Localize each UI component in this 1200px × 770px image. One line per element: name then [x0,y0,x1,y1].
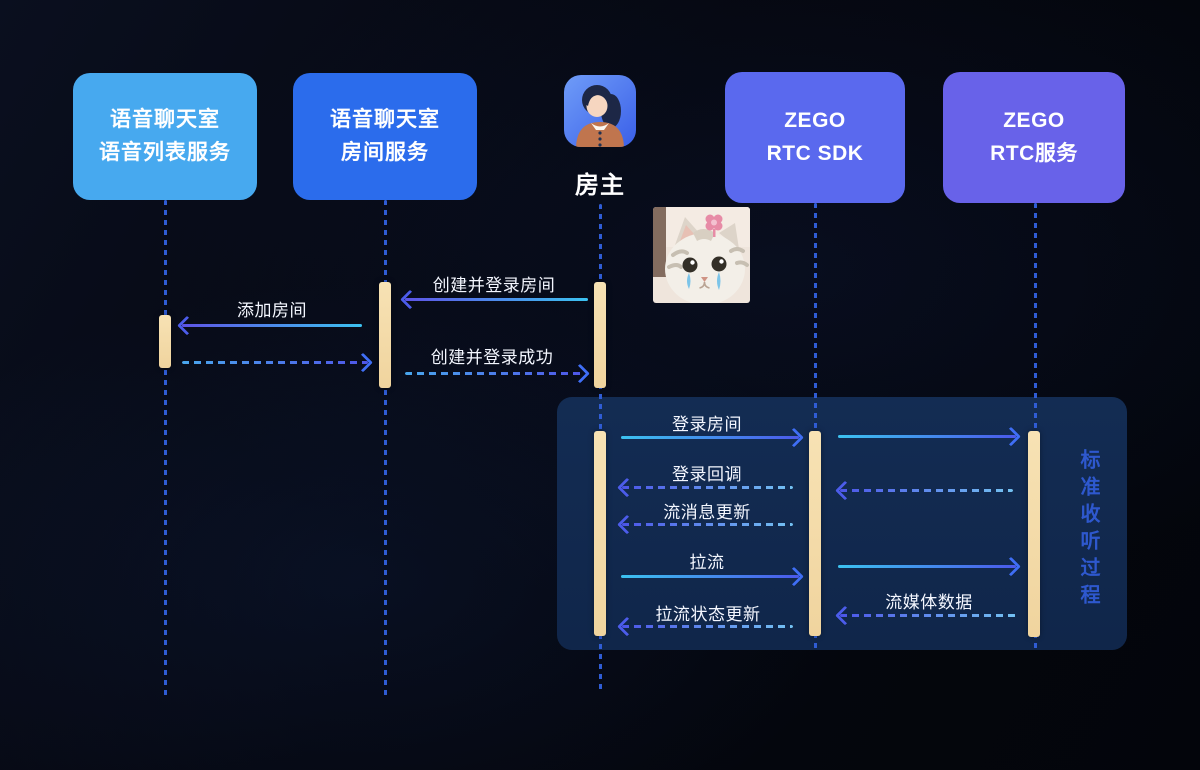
message-label-login-callback: 登录回调 [672,465,742,484]
arrow-shaft [840,489,1013,492]
arrow-shaft [405,372,585,375]
arrow-shaft [621,575,799,578]
reply-arrow-create-login-success [405,363,590,383]
lifeline-zego-rtc-service [1034,203,1037,649]
message-arrow-pull-stream [621,566,804,586]
message-arrow-pull-stream-forward [838,556,1021,576]
lifeline-room-service [384,200,387,696]
participant-label-line: 语音聊天室 [110,107,220,131]
message-arrow-add-room [177,315,362,335]
reply-arrow-stream-media-data [835,605,1016,625]
lifeline-voice-list-service [164,200,167,696]
participant-label-line: 语音聊天室 [330,107,440,131]
participant-label-line: ZEGO [784,108,846,132]
activation-bar-voice-list [159,315,171,368]
message-label-create-login-success: 创建并登录成功 [430,348,554,367]
arrow-shaft [838,565,1016,568]
crying-cat-meme-image [653,207,750,303]
participant-label-line: 语音列表服务 [99,140,231,164]
participant-voice-list-service: 语音聊天室 语音列表服务 [73,73,257,200]
message-label-stream-message-update: 流消息更新 [663,503,751,522]
participant-zego-rtc-service: ZEGO RTC服务 [943,72,1125,203]
reply-arrow-stream-message-update [617,514,793,534]
arrow-shaft [840,614,1016,617]
arrow-shaft [621,436,799,439]
room-owner-label: 房主 [575,172,625,199]
participant-label-line: ZEGO [1003,108,1065,132]
arrowhead-right-icon [353,352,373,372]
reply-arrow-add-room [182,352,373,372]
message-label-login-room: 登录房间 [672,415,742,434]
activation-bar-owner-1 [594,282,606,388]
room-owner-avatar-icon [564,75,636,147]
participant-label-line: RTC SDK [766,141,864,165]
activation-bar-sdk [809,431,821,636]
activation-bar-owner-2 [594,431,606,636]
message-label-pull-stream-status: 拉流状态更新 [655,605,761,624]
message-label-create-login-room: 创建并登录房间 [432,276,556,295]
reply-arrow-login-callback [617,477,793,497]
arrow-shaft [622,486,793,489]
participant-label-line: 房间服务 [341,140,429,164]
message-arrow-create-login-room [400,289,588,309]
message-arrow-login-room [621,427,804,447]
arrow-shaft [182,361,368,364]
arrow-shaft [622,625,793,628]
participant-room-service: 语音聊天室 房间服务 [293,73,477,200]
arrow-shaft [622,523,793,526]
participant-zego-rtc-sdk: ZEGO RTC SDK [725,72,905,203]
activation-bar-room-service [379,282,391,388]
participant-label-line: RTC服务 [990,141,1078,165]
message-label-stream-media-data: 流媒体数据 [885,593,973,612]
arrow-shaft [838,435,1016,438]
reply-arrow-login-callback-forward [835,480,1013,500]
lifeline-zego-rtc-sdk [814,203,817,649]
standard-listen-process-label: 标准收听过程 [1077,449,1099,611]
activation-bar-rtc-service [1028,431,1040,637]
arrow-shaft [405,298,588,301]
reply-arrow-pull-stream-status [617,616,793,636]
arrow-shaft [182,324,362,327]
message-arrow-login-room-forward [838,426,1021,446]
message-label-pull-stream: 拉流 [689,553,725,572]
message-label-add-room: 添加房间 [237,301,307,320]
